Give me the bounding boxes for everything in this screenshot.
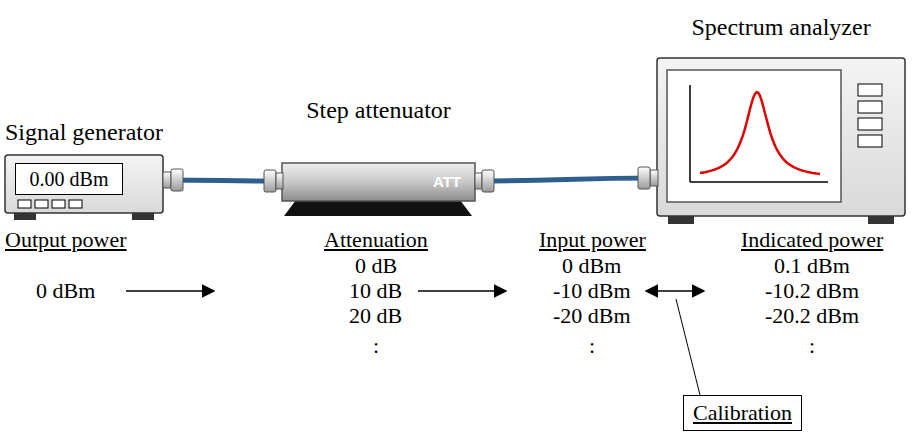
value-label: 0.1 dBm (774, 254, 850, 278)
step-attenuator-body (264, 163, 494, 216)
column-heading: Output power (5, 228, 127, 252)
value-label: -10.2 dBm (765, 279, 859, 303)
column-heading: Indicated power (741, 228, 883, 252)
spectrum-analyzer: Spectrum analyzer (657, 58, 905, 216)
value-label: 10 dB (349, 279, 402, 303)
spectrum-analyzer-body (638, 58, 905, 224)
compare-arrow (646, 290, 704, 292)
coax-cable (475, 178, 657, 181)
value-label: -20.2 dBm (765, 304, 859, 328)
value-label: 0 dBm (36, 279, 95, 303)
device-marking: ATT (433, 173, 461, 191)
value-label: 20 dB (349, 304, 402, 328)
value-label: 0 dB (355, 254, 397, 278)
callout-label: Calibration (693, 400, 792, 425)
flow-arrow (126, 290, 214, 292)
signal-generator-body (5, 155, 183, 220)
level-display: 0.00 dBm (15, 163, 123, 195)
value-label: -20 dBm (553, 304, 631, 328)
value-label: 0 dBm (562, 254, 621, 278)
callout-box: Calibration (683, 395, 802, 431)
column-heading: Attenuation (324, 228, 428, 252)
value-label: : (589, 334, 595, 358)
signal-generator: Signal generator0.00 dBm (5, 155, 163, 213)
device-name: Spectrum analyzer (691, 14, 870, 41)
device-name: Signal generator (5, 119, 163, 146)
value-label: -10 dBm (553, 279, 631, 303)
column-heading: Input power (539, 228, 646, 252)
device-name: Step attenuator (306, 97, 451, 124)
flow-arrow (418, 290, 506, 292)
leader-line (676, 299, 700, 395)
value-label: : (373, 334, 379, 358)
step-attenuator: Step attenuatorATT (282, 163, 475, 201)
value-label: : (809, 334, 815, 358)
